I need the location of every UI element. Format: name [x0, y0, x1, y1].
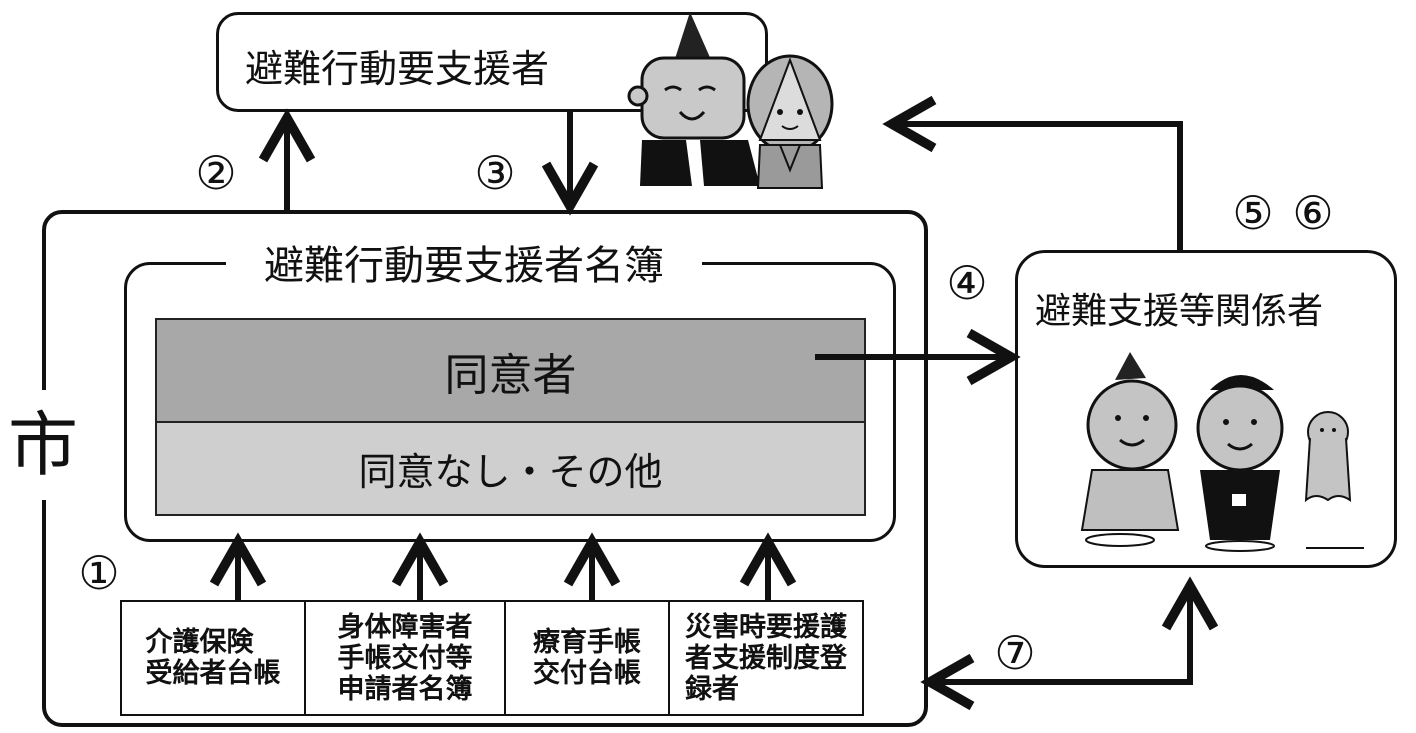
step-6: ⑥: [1292, 186, 1334, 240]
step-2: ②: [195, 146, 237, 200]
source-disaster-support-registrants: 災害時要援護 者支援制度登 録者: [668, 600, 864, 716]
consent-band: 同意者: [155, 318, 866, 423]
evacuee-box-label: 避難行動要支援者: [245, 47, 550, 91]
elderly-couple-illustration: [627, 12, 834, 189]
city-label: 市: [5, 390, 81, 500]
step-5: ⑤: [1232, 186, 1274, 240]
stakeholders-label: 避難支援等関係者: [1035, 291, 1324, 332]
source-disability-handbook: 身体障害者 手帳交付等 申請者名簿: [304, 600, 506, 716]
step-3: ③: [474, 146, 516, 200]
registry-title: 避難行動要支援者名簿: [226, 240, 702, 292]
step-1: ①: [78, 546, 120, 600]
arrow-step-5-6: [882, 95, 1183, 250]
step-7: ⑦: [994, 626, 1036, 680]
stakeholder-characters-illustration: [1080, 352, 1364, 552]
arrow-step-7: [935, 576, 1219, 685]
no-consent-band: 同意なし・その他: [155, 421, 866, 516]
source-rehabilitation-handbook: 療育手帳 交付台帳: [504, 600, 670, 716]
source-care-insurance: 介護保険 受給者台帳: [120, 600, 306, 716]
no-consent-band-label: 同意なし・その他: [358, 450, 663, 494]
step-4: ④: [946, 256, 988, 310]
consent-band-label: 同意者: [444, 349, 577, 401]
